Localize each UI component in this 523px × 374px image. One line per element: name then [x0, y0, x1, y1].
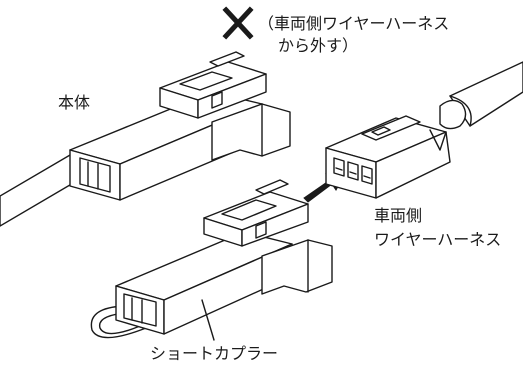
prohibit-x-icon	[222, 6, 254, 40]
vehicle-harness-connector	[325, 115, 451, 199]
main-body-connector	[69, 51, 291, 201]
vehicle-harness-cable	[439, 61, 523, 130]
vehicle-harness-label-line1: 車両側	[374, 206, 423, 225]
short-coupler-leader-line	[201, 299, 215, 341]
short-coupler-drawing	[90, 179, 333, 339]
vehicle-harness-label-line2: ワイヤーハーネス	[374, 230, 502, 249]
prohibit-note-line2: から外す）	[278, 36, 359, 55]
short-coupler-label: ショートカプラー	[150, 344, 279, 363]
main-body-label: 本体	[58, 93, 91, 112]
prohibit-note-line1: （車両側ワイヤーハーネス	[258, 14, 450, 33]
